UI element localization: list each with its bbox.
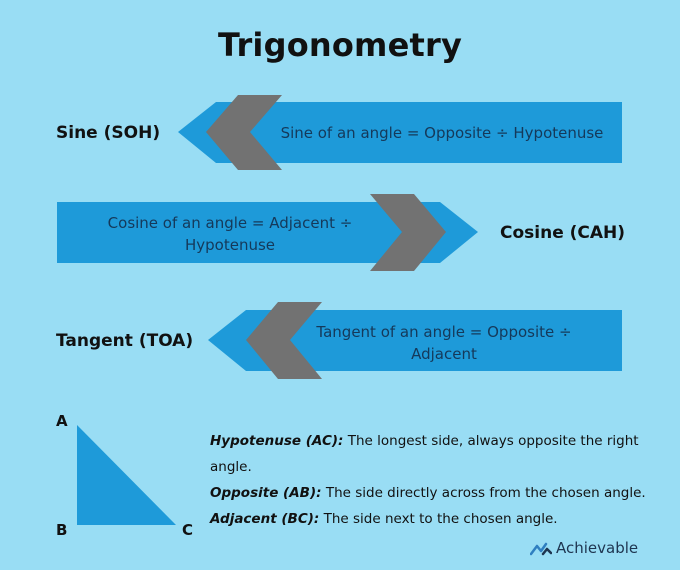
definition-adjacent: Adjacent (BC): The side next to the chos…: [210, 506, 670, 532]
cosine-definition: Cosine of an angle = Adjacent ÷ Hypotenu…: [100, 212, 360, 256]
definition-text: The side directly across from the chosen…: [321, 485, 646, 501]
cosine-chevron: [370, 194, 446, 271]
definition-text: The side next to the chosen angle.: [319, 511, 558, 527]
vertex-c: C: [182, 521, 194, 539]
definition-term: Opposite (AB):: [210, 485, 322, 501]
triangle-shape: [77, 425, 176, 525]
vertex-a: A: [56, 412, 68, 430]
side-definitions: Hypotenuse (AC): The longest side, alway…: [210, 428, 670, 532]
definition-hypotenuse: Hypotenuse (AC): The longest side, alway…: [210, 428, 670, 454]
tangent-label: Tangent (TOA): [56, 331, 194, 351]
tangent-definition: Tangent of an angle = Opposite ÷ Adjacen…: [310, 321, 578, 365]
definition-hypotenuse-cont: angle.: [210, 459, 252, 475]
definition-opposite: Opposite (AB): The side directly across …: [210, 480, 670, 506]
sine-definition: Sine of an angle = Opposite ÷ Hypotenuse: [280, 124, 604, 142]
definition-term: Hypotenuse (AC):: [210, 433, 344, 449]
tangent-definition-line1: Tangent of an angle = Opposite ÷: [316, 323, 572, 341]
cosine-definition-line2: Hypotenuse: [184, 236, 276, 254]
cosine-label: Cosine (CAH): [500, 223, 626, 243]
achievable-logo: Achievable: [530, 536, 638, 560]
definition-text: The longest side, always opposite the ri…: [343, 433, 639, 449]
brand-name: Achievable: [556, 539, 639, 557]
definition-term: Adjacent (BC):: [210, 511, 320, 527]
achievable-logo-icon: [530, 542, 552, 556]
vertex-b: B: [56, 521, 68, 539]
tangent-definition-line2: Adjacent: [411, 345, 477, 363]
cosine-definition-line1: Cosine of an angle = Adjacent ÷: [107, 214, 353, 232]
page-title: Trigonometry: [217, 26, 463, 64]
sine-label: Sine (SOH): [56, 123, 161, 143]
